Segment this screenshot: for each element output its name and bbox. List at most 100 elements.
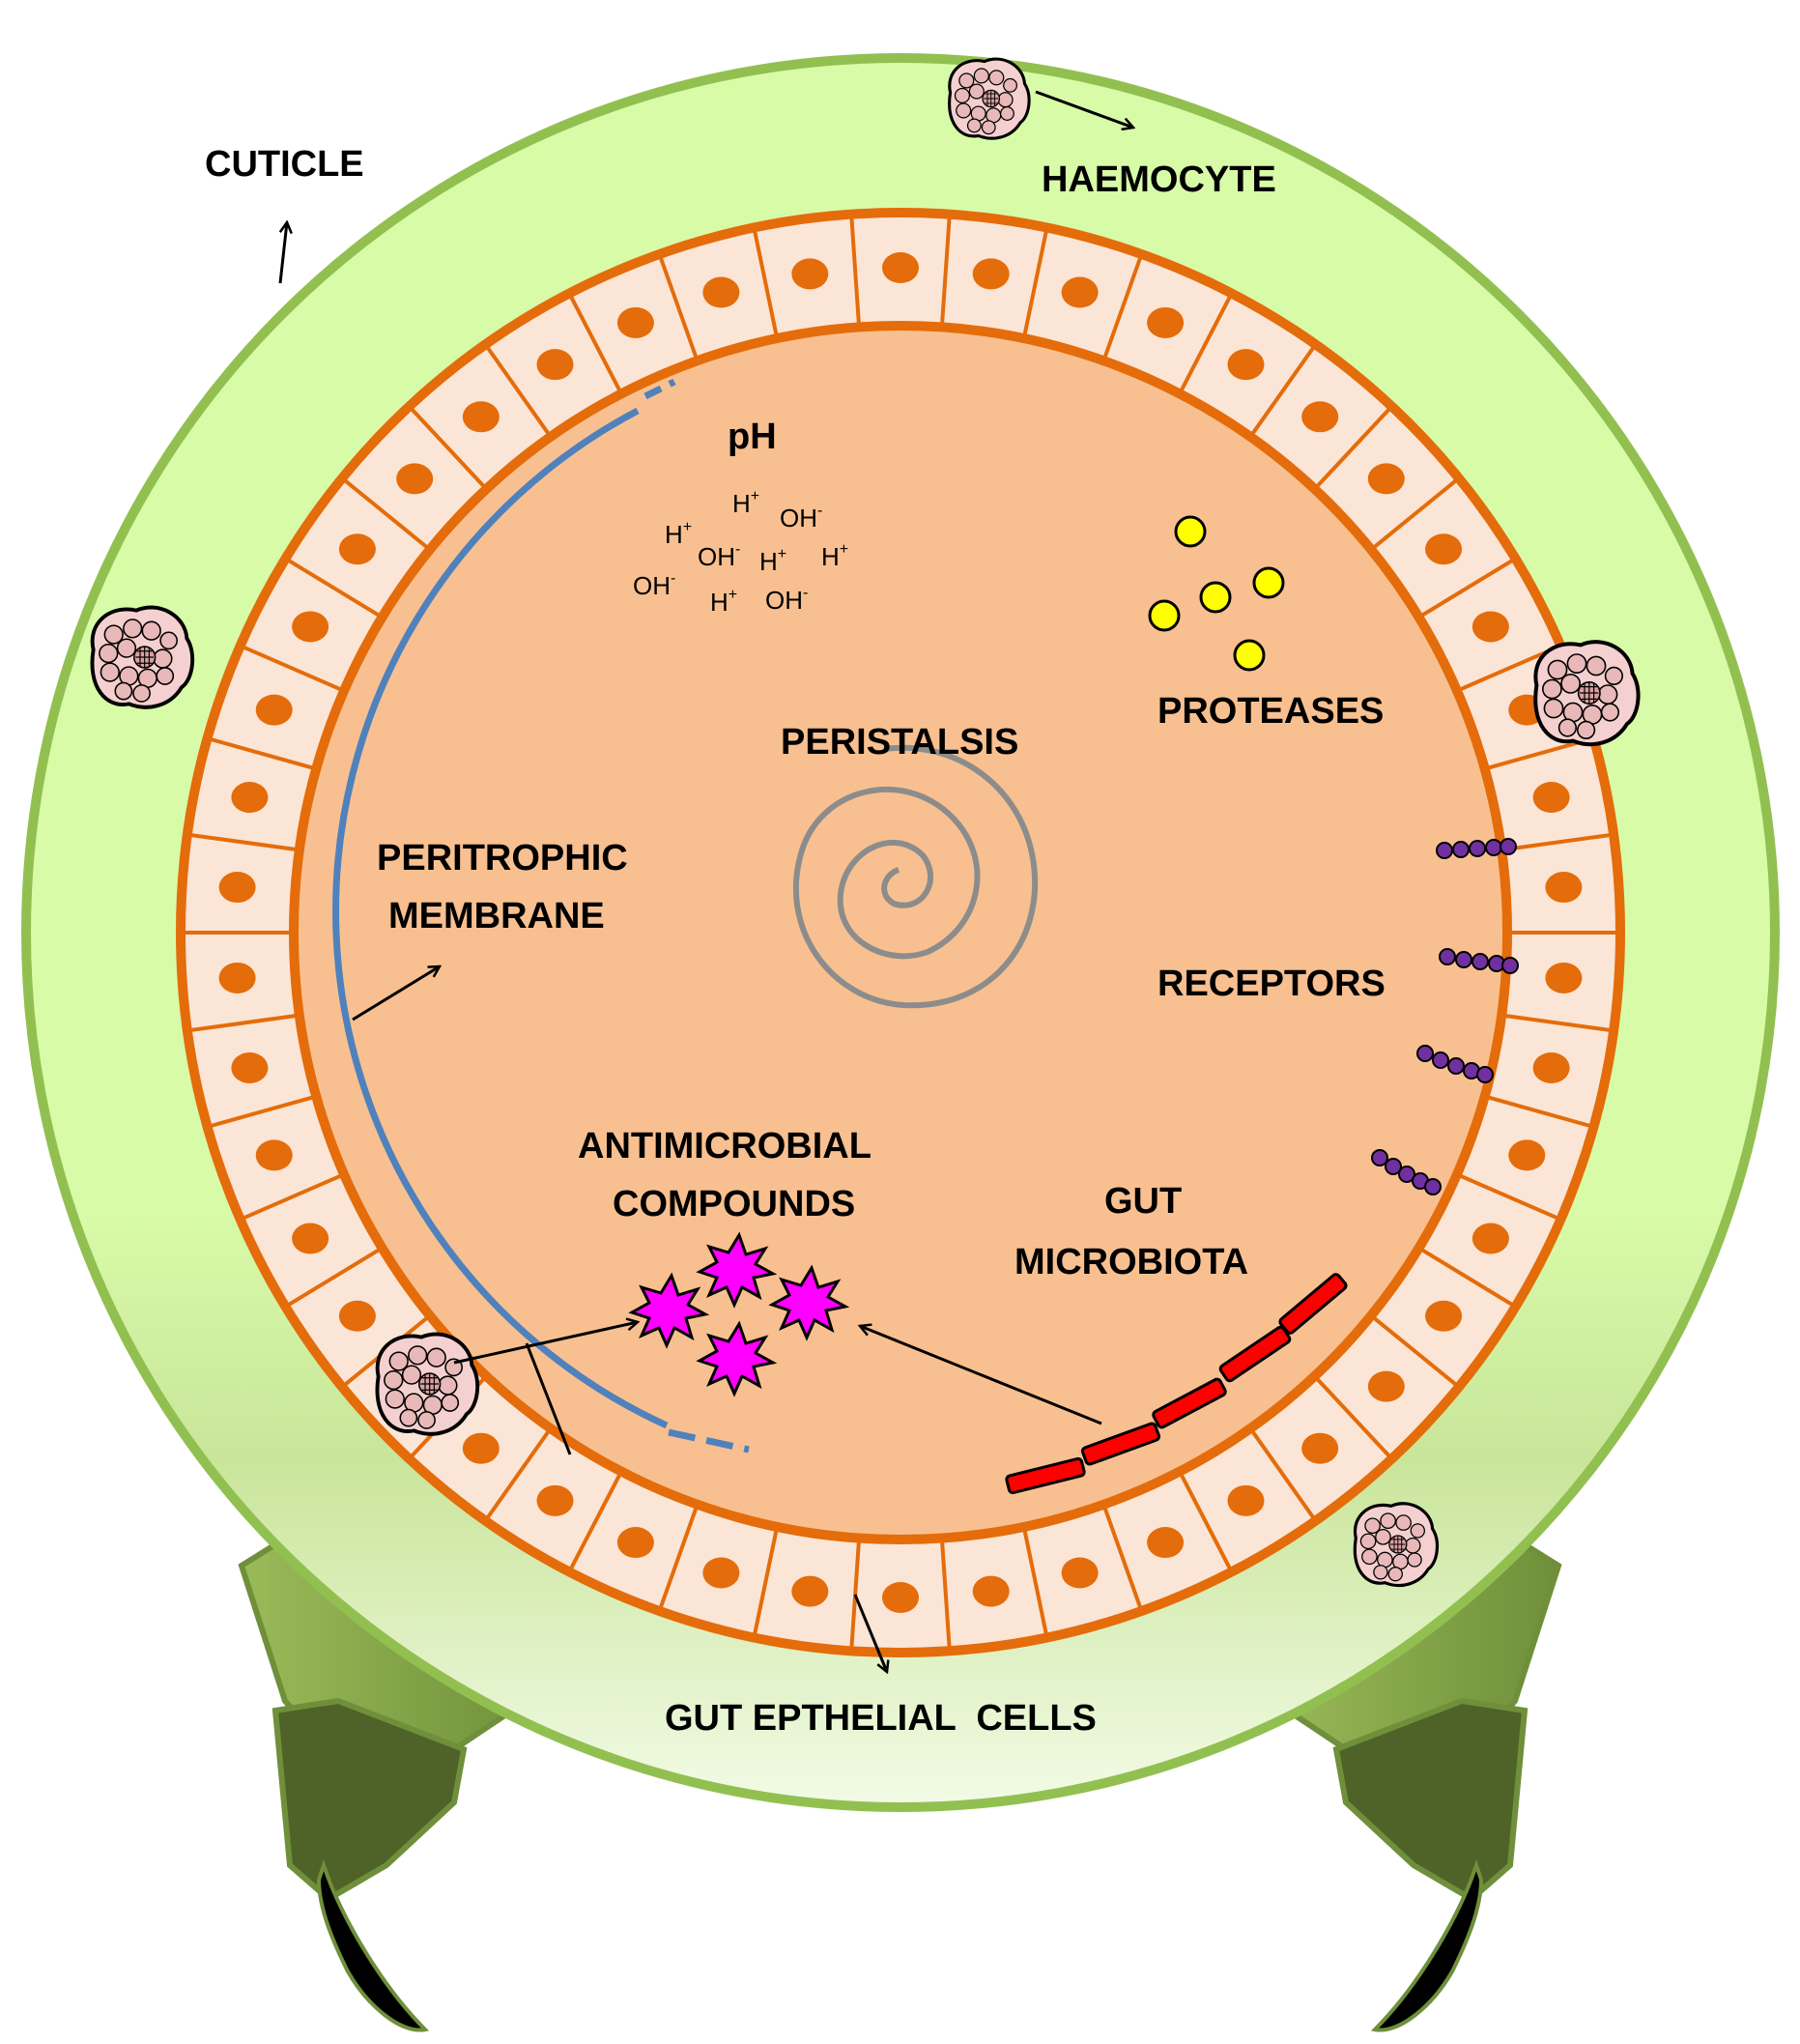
cell-wall — [1369, 476, 1461, 552]
cell-nucleus — [1471, 611, 1509, 643]
cell-nucleus — [882, 252, 919, 283]
cell-nucleus — [1367, 1370, 1405, 1402]
cell-nucleus — [1227, 349, 1265, 381]
cell-nucleus — [396, 463, 434, 495]
cell-nucleus — [791, 1575, 829, 1607]
antimicrobial-compound — [696, 1320, 778, 1397]
cell-nucleus — [536, 349, 574, 381]
cell-nucleus — [702, 276, 740, 308]
cell-nucleus — [462, 1432, 500, 1464]
cell-wall — [1456, 1172, 1562, 1222]
label-microbiota-line1: GUT — [1104, 1181, 1182, 1222]
cell-nucleus — [1061, 1557, 1099, 1589]
cell-wall — [284, 1246, 384, 1309]
peritrophic-arrow — [352, 966, 440, 1022]
cell-nucleus — [1425, 533, 1463, 565]
cell-wall — [340, 476, 432, 552]
ion-label: OH- — [633, 570, 675, 600]
cell-wall — [1178, 1470, 1234, 1573]
antimicrobial-compound — [628, 1272, 710, 1349]
cell-nucleus — [231, 782, 269, 814]
label-peristalsis: PERISTALSIS — [781, 722, 1018, 763]
cell-nucleus — [616, 306, 654, 338]
cell-nucleus — [1471, 1223, 1509, 1254]
cell-nucleus — [972, 258, 1010, 290]
cell-wall — [849, 1538, 862, 1652]
cell-nucleus — [1425, 1300, 1463, 1332]
cell-wall — [567, 292, 623, 395]
label-proteases: PROTEASES — [1157, 691, 1384, 732]
epithelial-arrow — [853, 1594, 887, 1672]
cell-nucleus — [791, 258, 829, 290]
cell-nucleus — [1545, 872, 1583, 904]
cell-nucleus — [536, 1484, 574, 1516]
cell-nucleus — [702, 1557, 740, 1589]
cell-nucleus — [218, 872, 256, 904]
receptors — [1371, 838, 1519, 1195]
cell-nucleus — [338, 1300, 376, 1332]
label-peritrophic-line1: PERITROPHIC — [377, 838, 628, 878]
cell-wall — [567, 1470, 623, 1573]
cell-wall — [1369, 1313, 1461, 1389]
cell-nucleus — [1532, 1051, 1570, 1083]
haemocyte-cell — [1535, 642, 1638, 744]
label-haemocyte: HAEMOCYTE — [1042, 159, 1276, 200]
cell-wall — [752, 1526, 780, 1638]
cell-nucleus — [1508, 1139, 1546, 1171]
cell-wall — [1021, 227, 1049, 339]
label-peritrophic-line2: MEMBRANE — [388, 896, 605, 936]
ion-label: OH- — [765, 585, 808, 615]
gut-lumen — [289, 321, 1512, 1544]
cell-nucleus — [1061, 276, 1099, 308]
bacterium — [1152, 1377, 1227, 1429]
protease — [1233, 639, 1266, 672]
cell-nucleus — [1367, 463, 1405, 495]
cell-wall — [1021, 1526, 1049, 1638]
proteases — [1148, 515, 1285, 672]
cell-wall — [1101, 253, 1144, 361]
peritrophic-membrane — [332, 378, 750, 1454]
cell-wall — [1484, 1094, 1594, 1129]
cell-wall — [483, 343, 553, 439]
cell-wall — [186, 1013, 300, 1033]
cell-wall — [657, 1504, 700, 1612]
cell-nucleus — [462, 401, 500, 433]
bacterium — [1218, 1325, 1292, 1383]
cell-nucleus — [882, 1582, 919, 1613]
cell-wall — [483, 1426, 553, 1522]
antimicrobial-compound — [768, 1264, 850, 1341]
label-cuticle: CUTICLE — [205, 144, 364, 185]
receptor — [1439, 948, 1519, 974]
cell-wall — [207, 736, 317, 771]
cell-nucleus — [218, 962, 256, 993]
cell-wall — [939, 1538, 952, 1652]
haemocyte-cell — [948, 57, 1031, 140]
haemocyte-cell — [375, 1332, 480, 1436]
cell-wall — [284, 557, 384, 619]
antimicrobial-arrow-epithelium — [525, 1342, 572, 1455]
cell-nucleus — [1301, 1432, 1339, 1464]
cell-nucleus — [292, 611, 329, 643]
ion-label: H+ — [821, 541, 848, 571]
cell-wall — [1313, 1374, 1393, 1460]
cell-nucleus — [255, 1139, 293, 1171]
cell-wall — [1417, 1246, 1517, 1309]
cuticle-arrow — [278, 222, 287, 284]
cell-wall — [1101, 1504, 1144, 1612]
cell-wall — [752, 227, 780, 339]
cell-wall — [1248, 1426, 1318, 1522]
protease — [1252, 566, 1285, 599]
peristalsis-spiral — [792, 744, 1039, 1009]
ion-label: OH- — [698, 541, 740, 571]
label-antimicrobial-line1: ANTIMICROBIAL — [578, 1126, 871, 1166]
gut-microbiota — [1005, 1273, 1348, 1495]
protease — [1199, 581, 1232, 614]
cell-nucleus — [972, 1575, 1010, 1607]
label-ph: pH — [728, 417, 777, 457]
protease — [1148, 599, 1181, 632]
cell-nucleus — [231, 1051, 269, 1083]
cell-nucleus — [1227, 1484, 1265, 1516]
receptor — [1416, 1045, 1494, 1083]
ion-label: H+ — [732, 488, 759, 518]
